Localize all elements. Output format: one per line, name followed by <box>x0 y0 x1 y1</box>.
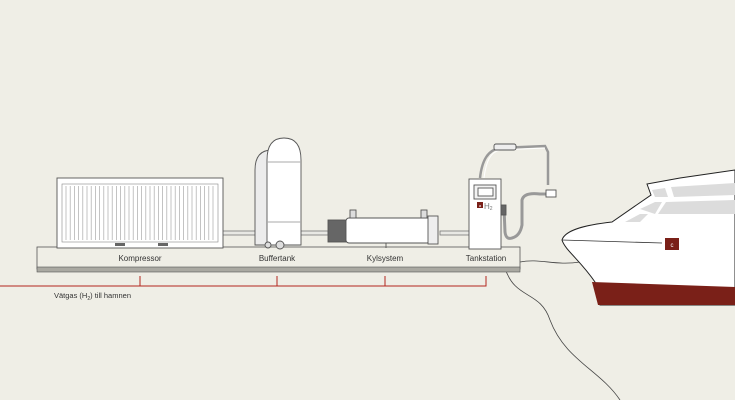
label-tankstation: Tankstation <box>466 254 506 263</box>
label-kylsystem: Kylsystem <box>367 254 404 263</box>
quay-edge <box>519 260 581 264</box>
route-label: Vätgas (H2) till hamnen <box>54 291 131 302</box>
label-buffertank: Buffertank <box>259 254 296 263</box>
pump-badge <box>477 202 483 208</box>
pump-badge-text: a <box>479 203 482 208</box>
refuel-station: a H2 <box>468 143 557 250</box>
label-kompressor: Kompressor <box>118 254 161 263</box>
shoreline <box>504 267 621 400</box>
hydrogen-route-line <box>0 276 487 287</box>
ship: c <box>561 169 735 306</box>
ship-badge-text: c <box>671 243 674 249</box>
platform <box>36 246 521 273</box>
buffer-tanks <box>254 137 302 250</box>
cooling-system <box>327 209 439 248</box>
ship-badge <box>665 238 679 250</box>
pump-h2-label: H2 <box>484 202 493 212</box>
compressor-container <box>56 177 224 249</box>
